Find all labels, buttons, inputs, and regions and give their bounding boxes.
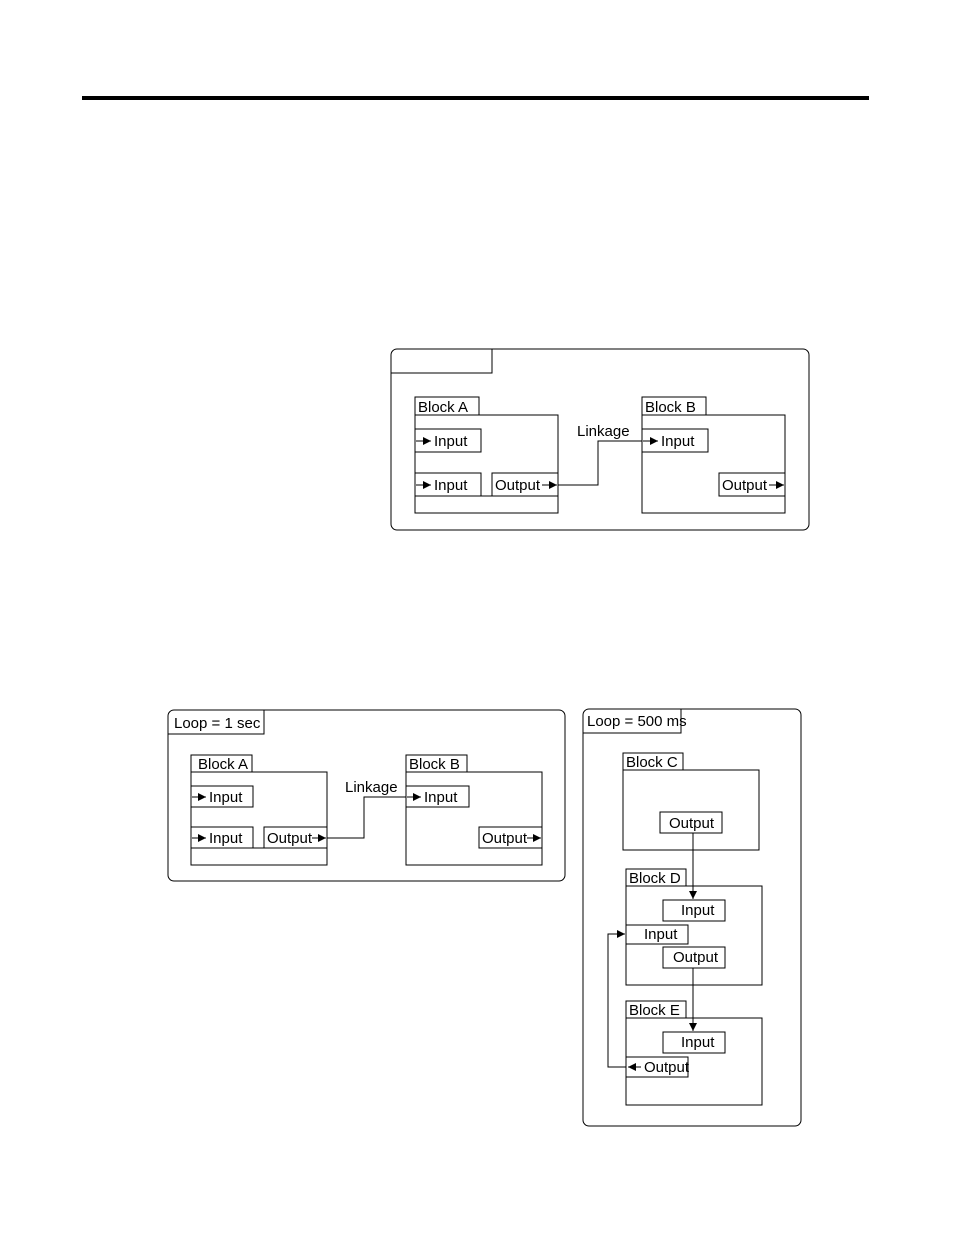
output-label: Output bbox=[673, 949, 719, 966]
diagram-2: Loop = 1 sec Block A Input Input Output … bbox=[168, 710, 565, 881]
output-label: Output bbox=[669, 815, 715, 832]
input-label: Input bbox=[434, 477, 468, 494]
block-e-title: Block E bbox=[629, 1002, 680, 1019]
output-label: Output bbox=[722, 477, 768, 494]
block-b-title: Block B bbox=[645, 399, 696, 416]
output-label: Output bbox=[644, 1059, 690, 1076]
output-label: Output bbox=[267, 830, 313, 847]
block-c: Block C Output bbox=[623, 753, 759, 850]
block-b-title: Block B bbox=[409, 756, 460, 773]
block-a-title: Block A bbox=[198, 756, 248, 773]
input-label: Input bbox=[424, 789, 458, 806]
input-label: Input bbox=[209, 830, 243, 847]
block-d-title: Block D bbox=[629, 870, 681, 887]
diagram-3: Loop = 500 ms Block C Output Block D Inp… bbox=[583, 709, 801, 1126]
output-label: Output bbox=[495, 477, 541, 494]
feedback-wire-e-to-d bbox=[608, 934, 626, 1067]
linkage-wire bbox=[327, 797, 406, 838]
input-label: Input bbox=[661, 433, 695, 450]
output-label: Output bbox=[482, 830, 528, 847]
block-a: Block A Input Input Output bbox=[191, 755, 327, 865]
block-a-title: Block A bbox=[418, 399, 468, 416]
block-c-title: Block C bbox=[626, 754, 678, 771]
linkage-label: Linkage bbox=[577, 423, 630, 440]
linkage-wire bbox=[558, 441, 642, 485]
block-d: Block D Input Input Output bbox=[626, 869, 762, 985]
diagram-1: Block A Input Input Output Block B Input… bbox=[391, 349, 809, 530]
input-label: Input bbox=[681, 1034, 715, 1051]
input-label: Input bbox=[644, 926, 678, 943]
input-label: Input bbox=[209, 789, 243, 806]
input-label: Input bbox=[434, 433, 468, 450]
block-e: Block E Input Output bbox=[626, 1001, 762, 1105]
block-a: Block A Input Input Output bbox=[415, 397, 558, 513]
loop-label: Loop = 1 sec bbox=[174, 715, 261, 732]
block-b: Block B Input Output bbox=[642, 397, 785, 513]
loop-label: Loop = 500 ms bbox=[587, 713, 687, 730]
input-label: Input bbox=[681, 902, 715, 919]
block-b: Block B Input Output bbox=[406, 755, 542, 865]
block-c-body bbox=[623, 770, 759, 850]
loop-tab bbox=[391, 349, 492, 373]
linkage-label: Linkage bbox=[345, 779, 398, 796]
